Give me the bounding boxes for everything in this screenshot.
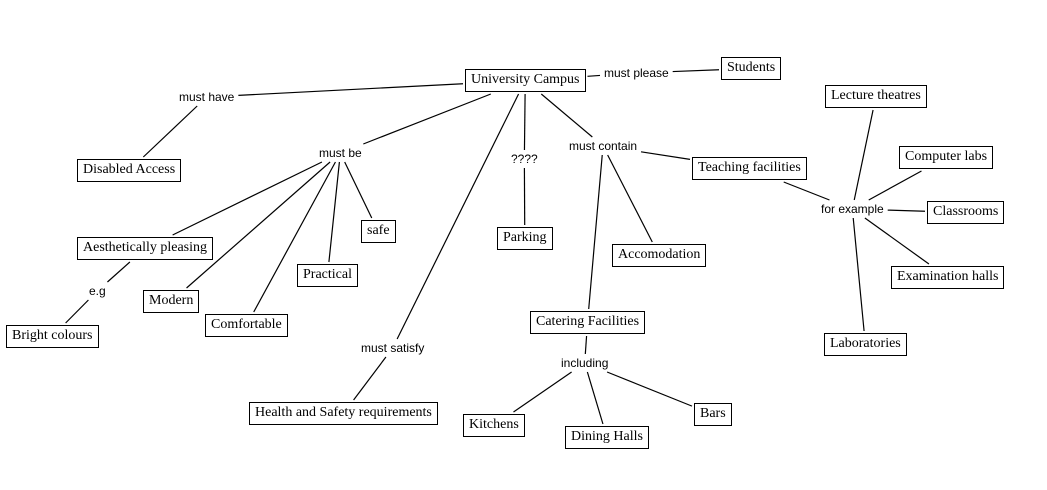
connector-for_example-computer_labs: [868, 170, 922, 201]
concept-disabled-access[interactable]: Disabled Access: [77, 159, 182, 182]
connector-must_contain-accomodation: [607, 154, 653, 243]
link-must-please: must please: [602, 66, 671, 80]
concept-laboratories[interactable]: Laboratories: [824, 333, 907, 356]
concept-kitchens[interactable]: Kitchens: [463, 414, 525, 437]
concept-students[interactable]: Students: [721, 57, 782, 80]
link-must-be: must be: [317, 146, 364, 160]
concept-dining-halls[interactable]: Dining Halls: [565, 426, 649, 449]
connector-for_example-classrooms: [887, 209, 926, 212]
concept-accomodation[interactable]: Accomodation: [612, 244, 707, 267]
concept-computer-labs[interactable]: Computer labs: [899, 146, 994, 169]
concept-safe[interactable]: safe: [361, 220, 396, 243]
connector-must_contain-catering_facilities: [588, 154, 603, 310]
concept-health-and-safety-requirements[interactable]: Health and Safety requirements: [249, 402, 438, 425]
connector-aesthetically_pleasing-eg: [107, 261, 131, 283]
concept-modern[interactable]: Modern: [143, 290, 200, 313]
connector-university_campus-must_have: [238, 83, 464, 96]
link-unknown: ????: [509, 152, 540, 166]
concept-catering-facilities[interactable]: Catering Facilities: [530, 311, 646, 334]
connector-university_campus-must_be: [363, 93, 492, 145]
connector-must_be-safe: [344, 161, 373, 219]
connector-must_satisfy-health_safety: [353, 356, 387, 401]
connector-must_contain-teaching_facilities: [640, 151, 691, 160]
link-for-example: for example: [819, 202, 886, 216]
connector-must_be-modern: [186, 161, 331, 289]
concept-teaching-facilities[interactable]: Teaching facilities: [692, 157, 807, 180]
concept-classrooms[interactable]: Classrooms: [927, 201, 1005, 224]
connector-university_campus-unknown: [523, 93, 526, 151]
concept-university-campus[interactable]: University Campus: [465, 69, 586, 92]
connector-eg-bright_colours: [65, 299, 89, 324]
link-must-have: must have: [177, 90, 237, 104]
concept-comfortable[interactable]: Comfortable: [205, 314, 288, 337]
connector-university_campus-must_satisfy: [396, 93, 520, 340]
concept-aesthetically-pleasing[interactable]: Aesthetically pleasing: [77, 237, 214, 260]
connector-must_please-students: [672, 69, 720, 73]
connector-including-kitchens: [513, 371, 572, 413]
concept-bars[interactable]: Bars: [694, 403, 732, 426]
link-eg: e.g: [87, 284, 108, 298]
concept-parking[interactable]: Parking: [497, 227, 553, 250]
link-must-satisfy: must satisfy: [359, 341, 427, 355]
connector-including-dining_halls: [586, 371, 604, 425]
connector-for_example-lecture_theatres: [853, 109, 874, 201]
connector-must_be-aesthetically_pleasing: [172, 161, 323, 236]
concept-lecture-theatres[interactable]: Lecture theatres: [825, 85, 927, 108]
concept-examination-halls[interactable]: Examination halls: [891, 266, 1005, 289]
connector-catering_facilities-including: [584, 335, 588, 355]
connector-university_campus-must_please: [587, 74, 601, 77]
connector-for_example-laboratories: [852, 217, 865, 332]
connector-including-bars: [606, 371, 693, 407]
connector-for_example-examination_halls: [864, 217, 930, 265]
connector-university_campus-must_contain: [540, 93, 593, 138]
link-including: including: [559, 356, 611, 370]
connector-must_be-comfortable: [253, 161, 336, 313]
concept-bright-colours[interactable]: Bright colours: [6, 325, 99, 348]
connector-must_have-disabled_access: [142, 105, 198, 158]
connector-must_be-practical: [328, 161, 340, 263]
concept-practical[interactable]: Practical: [297, 264, 358, 287]
connector-teaching_facilities-for_example: [783, 181, 830, 201]
link-must-contain: must contain: [567, 139, 640, 153]
